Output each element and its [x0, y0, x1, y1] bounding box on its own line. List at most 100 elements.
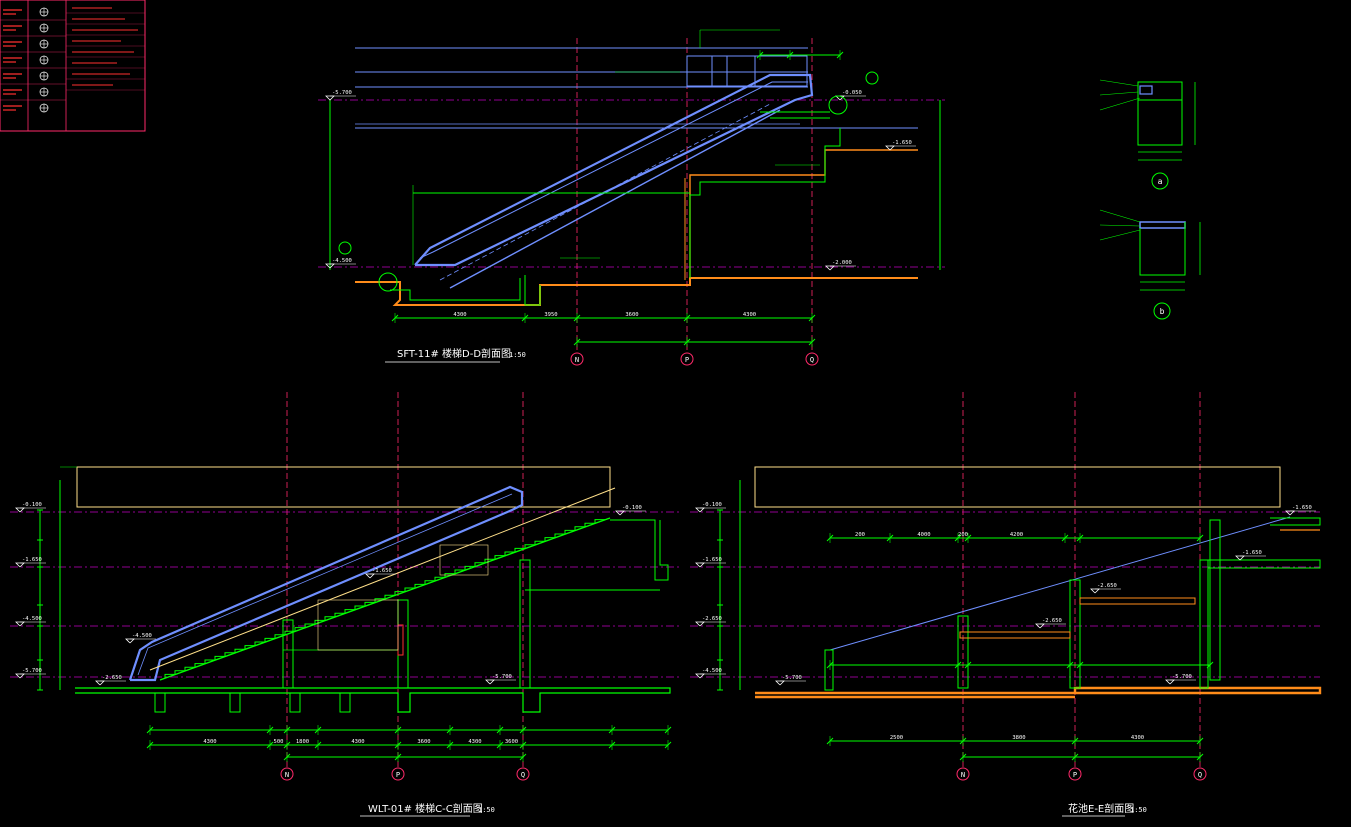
- axis-label: Q: [521, 771, 525, 779]
- elevation-value: -5.700: [22, 668, 42, 674]
- upper-beam-outline: [754, 466, 1281, 508]
- detail-a: a: [1099, 79, 1196, 190]
- axis-bubble: [1193, 767, 1207, 781]
- hatched-slab: [959, 631, 1071, 639]
- column: [1209, 519, 1221, 681]
- axis-label: P: [1073, 771, 1077, 779]
- detail-b: b: [1099, 209, 1201, 320]
- column: [282, 619, 294, 689]
- section-scale: 1:50: [478, 806, 495, 814]
- section-scale: 1:50: [509, 351, 526, 359]
- elevation-symbol: [15, 562, 25, 568]
- detail-mark: b: [1160, 307, 1165, 316]
- elevation-value: -1.650: [372, 568, 392, 574]
- balustrade-outline: [317, 599, 399, 651]
- floor-slab: [355, 277, 918, 306]
- elevation-value: -4.500: [22, 616, 42, 622]
- section-title: WLT-01# 楼梯C-C剖面图: [368, 802, 483, 815]
- axis-bubble: [680, 352, 694, 366]
- column: [519, 559, 531, 689]
- detail-profile: [1139, 85, 1153, 95]
- elevation-symbol: [695, 562, 705, 568]
- legend-frame: [0, 0, 146, 132]
- dimension-value: 3800: [1012, 735, 1025, 741]
- elevation-symbol: [1090, 588, 1100, 594]
- elevation-value: -1.650: [1292, 505, 1312, 511]
- legend-table: [0, 0, 146, 132]
- dimension-value: 3950: [544, 312, 557, 318]
- elevation-value: -4.500: [332, 258, 352, 264]
- elevation-symbol: [485, 679, 495, 685]
- dimension-value: 1800: [296, 739, 309, 745]
- elevation-symbol: [695, 507, 705, 513]
- elevation-value: -2.650: [702, 616, 722, 622]
- axis-bubble: [1068, 767, 1082, 781]
- planter-slope: [829, 516, 1291, 651]
- axis-label: N: [575, 356, 579, 364]
- dimension-value: 4300: [468, 739, 481, 745]
- section-title: 花池E-E剖面图: [1068, 802, 1134, 815]
- dimension-value: 4300: [203, 739, 216, 745]
- elevation-symbol: [695, 673, 705, 679]
- dimension-value: 4300: [1131, 735, 1144, 741]
- elevation-symbol: [325, 95, 335, 101]
- elevation-value: -1.650: [892, 140, 912, 146]
- dimension-value: 4000: [917, 532, 930, 538]
- elevation-value: -1.650: [1242, 550, 1262, 556]
- dimension-value: 4300: [743, 312, 756, 318]
- footing: [289, 693, 301, 713]
- elevation-value: -2.650: [1042, 618, 1062, 624]
- section-scale: 1:50: [1130, 806, 1147, 814]
- elevation-symbol: [775, 680, 785, 686]
- floor-slab: [75, 687, 671, 713]
- footing: [154, 693, 166, 713]
- leader-line: [1099, 79, 1139, 87]
- incline-line: [149, 487, 616, 671]
- planter-wall: [824, 649, 834, 691]
- escalator-handrail: [128, 485, 524, 682]
- dimension-value: 500: [274, 739, 284, 745]
- axis-bubble: [516, 767, 530, 781]
- elevation-symbol: [695, 621, 705, 627]
- detail-outline: [1139, 222, 1186, 276]
- elevation-symbol: [95, 680, 105, 686]
- elevation-value: -2.650: [102, 675, 122, 681]
- elevation-symbol: [365, 573, 375, 579]
- balustrade-outline: [439, 544, 489, 576]
- detail-callout-icon: [378, 272, 398, 292]
- detail-mark-circle: [1151, 172, 1169, 190]
- leader-line: [1099, 209, 1141, 223]
- detail-block: [1137, 81, 1183, 101]
- column-highlight: [397, 624, 404, 656]
- detail-callout-icon: [338, 241, 352, 255]
- landing-slab: [1208, 559, 1321, 569]
- dimension-value: 2500: [890, 735, 903, 741]
- elevation-value: -2.650: [1097, 583, 1117, 589]
- escalator-handrail: [414, 73, 814, 267]
- detail-mark-circle: [1153, 302, 1171, 320]
- upper-slab: [689, 149, 918, 280]
- section-title: SFT-11# 楼梯D-D剖面图: [397, 347, 511, 360]
- detail-profile: [1139, 221, 1186, 229]
- pit-wall: [524, 275, 541, 306]
- escalator-truss-line: [439, 103, 771, 281]
- axis-label: P: [685, 356, 689, 364]
- dimension-value: 200: [855, 532, 865, 538]
- axis-label: P: [396, 771, 400, 779]
- elevation-value: -5.700: [332, 90, 352, 96]
- elevation-value: -5.700: [782, 675, 802, 681]
- floor-slab: [755, 686, 1322, 695]
- elevation-value: -2.000: [832, 260, 852, 266]
- dimension-value: 4300: [351, 739, 364, 745]
- hatched-slab: [1079, 597, 1196, 605]
- detail-callout-icon: [865, 71, 879, 85]
- axis-bubble: [391, 767, 405, 781]
- leader-line: [1099, 97, 1141, 111]
- column: [1199, 559, 1209, 689]
- footing: [229, 693, 241, 713]
- dimension-value: 200: [958, 532, 968, 538]
- pit-outline: [390, 278, 521, 301]
- dimension-value: 3600: [417, 739, 430, 745]
